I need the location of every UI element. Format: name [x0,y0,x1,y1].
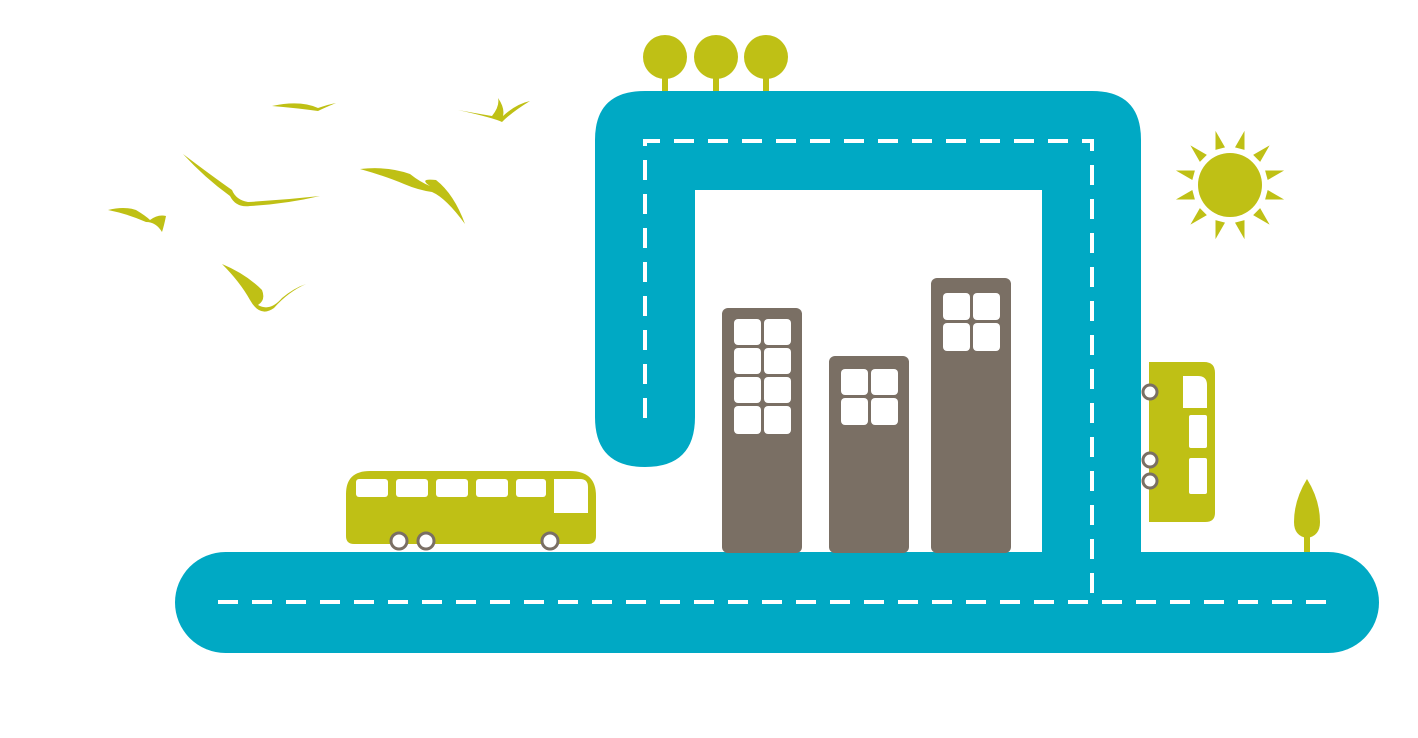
lane-marking [643,139,1094,602]
tree-icon [1294,479,1320,552]
bus-icon [346,471,596,551]
building-windows [841,369,898,425]
sun-ray [1175,189,1195,200]
tree-icon [744,35,788,94]
birds-group [108,98,530,312]
sun-ray [1253,208,1270,225]
bus-windows [356,479,588,513]
sun-ray [1265,170,1285,181]
bus-wheels [389,531,560,551]
sun-ray [1190,145,1207,162]
building-windows [943,293,1000,351]
sun-icon [1175,130,1285,240]
sun-ray [1234,220,1245,240]
bird-icon [272,103,336,111]
building-icon [829,356,909,553]
bird-icon [360,168,465,224]
sun-ray [1265,189,1285,200]
double-decker-wheels [1141,383,1159,490]
bird-icon [108,208,166,232]
buildings-group [722,278,1011,553]
tree-icon [643,35,687,94]
sun-ray [1215,130,1226,150]
sun-ray [1175,170,1195,181]
sun-ray [1190,208,1207,225]
sun-ray [1215,220,1226,240]
sun-ray [1253,145,1270,162]
double-decker-bus-icon [1141,362,1215,522]
sun-ray [1234,130,1245,150]
building-windows [734,319,791,434]
road-network [175,91,1379,653]
tree-icon [694,35,738,94]
bird-icon [222,264,306,312]
building-icon [722,308,802,553]
road-icon [595,91,1141,560]
tree-row [643,35,788,94]
bird-icon [183,154,320,207]
building-icon [931,278,1011,553]
bird-icon [458,98,530,122]
sun-rays [1175,130,1285,240]
double-decker-windows [1183,376,1207,494]
